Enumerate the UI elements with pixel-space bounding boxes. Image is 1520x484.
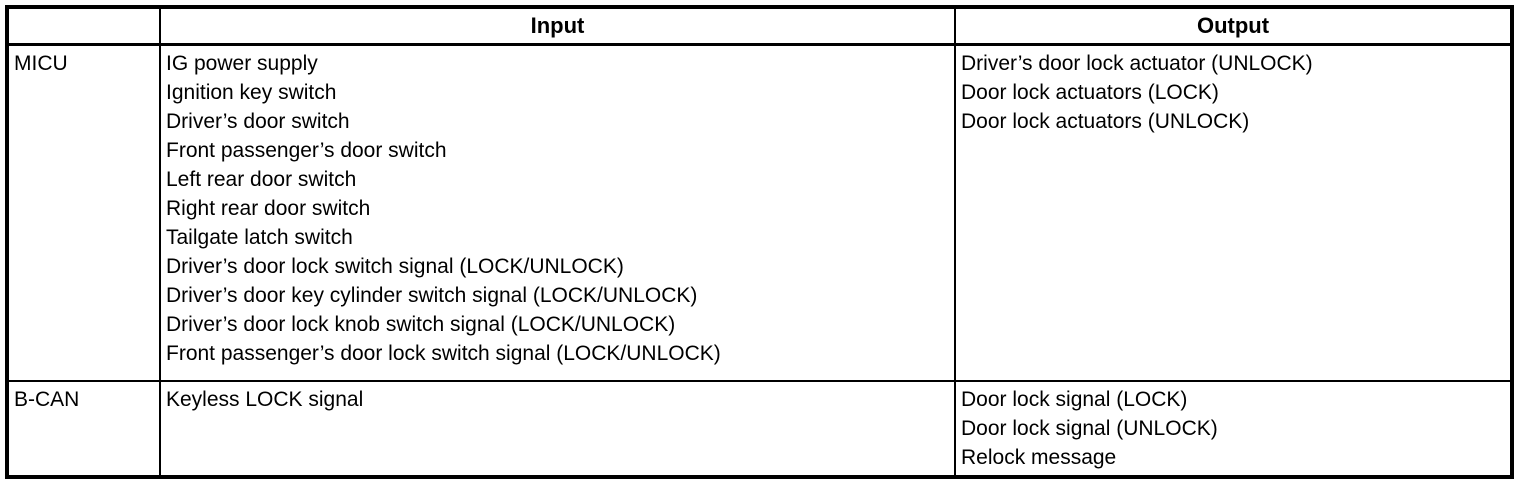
- header-cell-output: Output: [954, 6, 1513, 46]
- input-line: Driver’s door lock knob switch signal (L…: [166, 313, 676, 336]
- device-label: MICU: [14, 52, 68, 75]
- input-line: Driver’s door switch: [166, 110, 350, 133]
- input-line: Driver’s door lock switch signal (LOCK/U…: [166, 255, 624, 278]
- output-line: Relock message: [961, 446, 1117, 469]
- input-line: Front passenger’s door switch: [166, 139, 447, 162]
- input-cell: Keyless LOCK signal: [159, 380, 956, 478]
- input-line: Keyless LOCK signal: [166, 388, 364, 411]
- input-line: Tailgate latch switch: [166, 226, 353, 249]
- input-line: Front passenger’s door lock switch signa…: [166, 342, 721, 365]
- device-label: B-CAN: [14, 388, 80, 411]
- header-row: Input Output: [6, 6, 1513, 46]
- table-row-micu: MICU IG power supply Ignition key switch…: [6, 43, 1513, 382]
- device-cell: MICU: [6, 43, 161, 382]
- output-line: Door lock signal (LOCK): [961, 388, 1188, 411]
- header-cell-device: [6, 6, 161, 46]
- output-line: Door lock actuators (UNLOCK): [961, 110, 1250, 133]
- input-line: Right rear door switch: [166, 197, 371, 220]
- input-line: Left rear door switch: [166, 168, 357, 191]
- output-cell: Door lock signal (LOCK) Door lock signal…: [954, 380, 1513, 478]
- input-cell: IG power supply Ignition key switch Driv…: [159, 43, 956, 382]
- output-line: Driver’s door lock actuator (UNLOCK): [961, 52, 1313, 75]
- table-row-bcan: B-CAN Keyless LOCK signal Door lock sign…: [6, 380, 1513, 478]
- input-output-table: Input Output MICU IG power supply Igniti…: [5, 5, 1514, 479]
- output-cell: Driver’s door lock actuator (UNLOCK) Doo…: [954, 43, 1513, 382]
- input-line: Ignition key switch: [166, 81, 337, 104]
- output-line: Door lock actuators (LOCK): [961, 81, 1219, 104]
- device-cell: B-CAN: [6, 380, 161, 478]
- input-line: IG power supply: [166, 52, 318, 75]
- input-line: Driver’s door key cylinder switch signal…: [166, 284, 698, 307]
- header-cell-input: Input: [159, 6, 956, 46]
- output-line: Door lock signal (UNLOCK): [961, 417, 1218, 440]
